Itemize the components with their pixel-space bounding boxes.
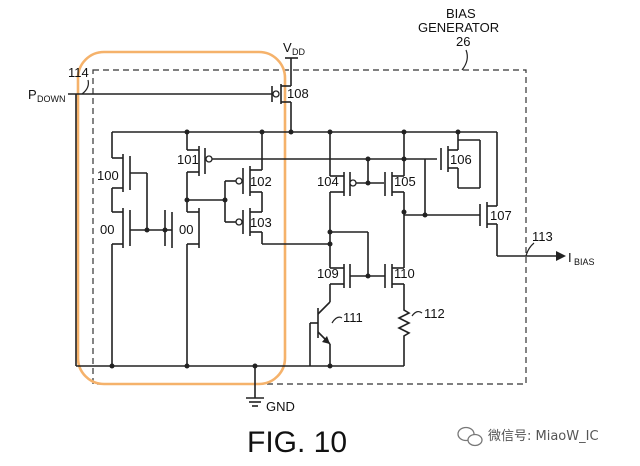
transistor-104 xyxy=(329,132,384,268)
transistor-103 xyxy=(225,208,263,244)
ground-icon xyxy=(246,366,264,407)
node-114-label: 114 xyxy=(68,65,89,80)
bjt-111 xyxy=(309,301,331,366)
node-114-leader xyxy=(81,79,89,95)
transistor-108 xyxy=(271,84,292,132)
label-106: 106 xyxy=(450,152,472,167)
wechat-icon xyxy=(457,426,483,447)
transistor-00-middle xyxy=(164,208,200,366)
label-103: 103 xyxy=(250,215,272,230)
label-107: 107 xyxy=(490,208,512,223)
label-102: 102 xyxy=(250,174,272,189)
gnd-label: GND xyxy=(266,399,295,414)
label-112: 112 xyxy=(424,306,445,321)
label-105: 105 xyxy=(394,174,416,189)
label-111: 111 xyxy=(343,310,363,325)
label-104: 104 xyxy=(317,174,339,189)
label-110: 110 xyxy=(394,266,415,281)
transistor-101 xyxy=(186,132,437,212)
vdd-label-sub: DD xyxy=(292,47,305,57)
label-00-middle: 00 xyxy=(179,222,193,237)
ibias-arrow-icon xyxy=(556,251,566,261)
pdown-label-sub: DOWN xyxy=(37,94,66,104)
label-100: 100 xyxy=(97,168,119,183)
ibias-label: I xyxy=(568,250,572,265)
bias-generator-title-2: GENERATOR xyxy=(418,20,499,35)
transistor-106 xyxy=(440,132,481,189)
label-109: 109 xyxy=(317,266,339,281)
vdd-label: V xyxy=(283,40,292,55)
node-113-label: 113 xyxy=(532,229,553,244)
resistor-112 xyxy=(397,306,411,366)
bias-generator-title-1: BIAS xyxy=(446,6,476,21)
label-108: 108 xyxy=(287,86,309,101)
pdown-label: P xyxy=(28,87,37,102)
transistor-102 xyxy=(225,132,263,212)
transistor-100 xyxy=(111,132,148,230)
transistor-00-left xyxy=(111,208,165,366)
transistor-107 xyxy=(404,132,498,256)
transistor-105 xyxy=(384,132,405,268)
label-101: 101 xyxy=(177,152,199,167)
bias-generator-leader xyxy=(461,49,468,71)
ibias-label-sub: BIAS xyxy=(574,257,595,267)
bias-generator-number: 26 xyxy=(456,34,470,49)
highlight-outline xyxy=(76,50,287,386)
watermark-text: 微信号: MiaoW_IC xyxy=(488,429,599,444)
bias-generator-boundary xyxy=(92,69,527,385)
transistor-110 xyxy=(384,264,405,306)
figure-caption: FIG. 10 xyxy=(247,426,347,459)
label-00-left: 00 xyxy=(100,222,114,237)
